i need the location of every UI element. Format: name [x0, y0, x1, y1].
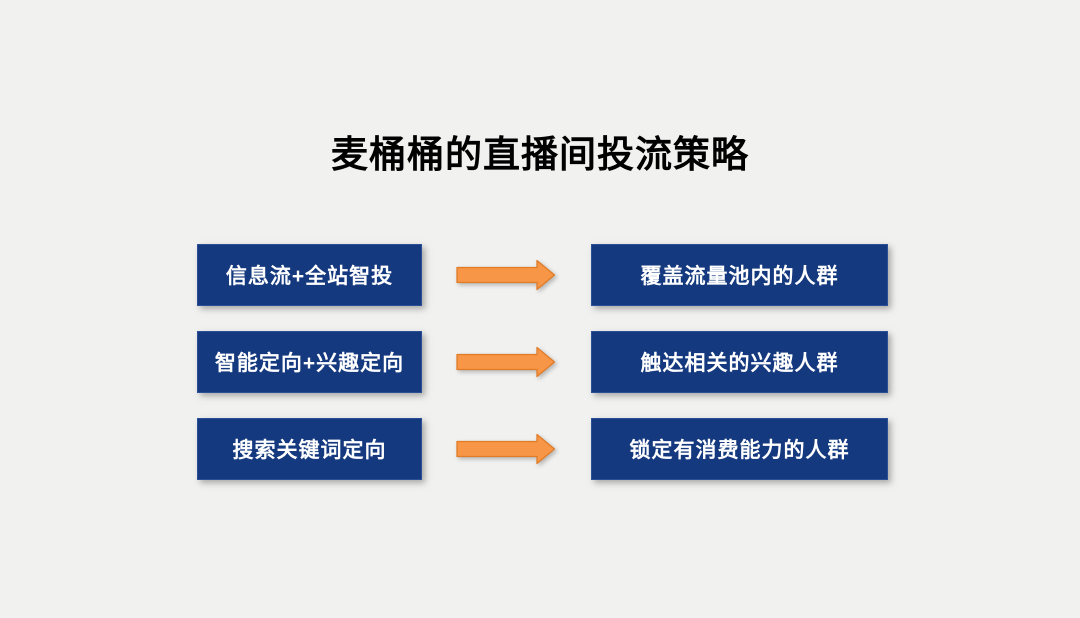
right-arrow-icon [456, 433, 556, 465]
strategy-label: 智能定向+兴趣定向 [214, 352, 405, 375]
outcome-box: 覆盖流量池内的人群 [591, 244, 888, 306]
outcome-box: 锁定有消费能力的人群 [591, 418, 888, 480]
strategy-label: 信息流+全站智投 [225, 265, 394, 288]
strategy-box: 信息流+全站智投 [197, 244, 422, 306]
right-arrow-icon [456, 346, 556, 378]
right-arrow-icon [456, 259, 556, 291]
page-title: 麦桶桶的直播间投流策略 [331, 134, 749, 175]
outcome-box: 触达相关的兴趣人群 [591, 331, 888, 393]
outcome-label: 覆盖流量池内的人群 [640, 265, 839, 288]
outcome-label: 锁定有消费能力的人群 [629, 439, 850, 462]
strategy-box: 搜索关键词定向 [197, 418, 422, 480]
strategy-box: 智能定向+兴趣定向 [197, 331, 422, 393]
outcome-label: 触达相关的兴趣人群 [640, 352, 839, 375]
strategy-label: 搜索关键词定向 [232, 439, 387, 462]
